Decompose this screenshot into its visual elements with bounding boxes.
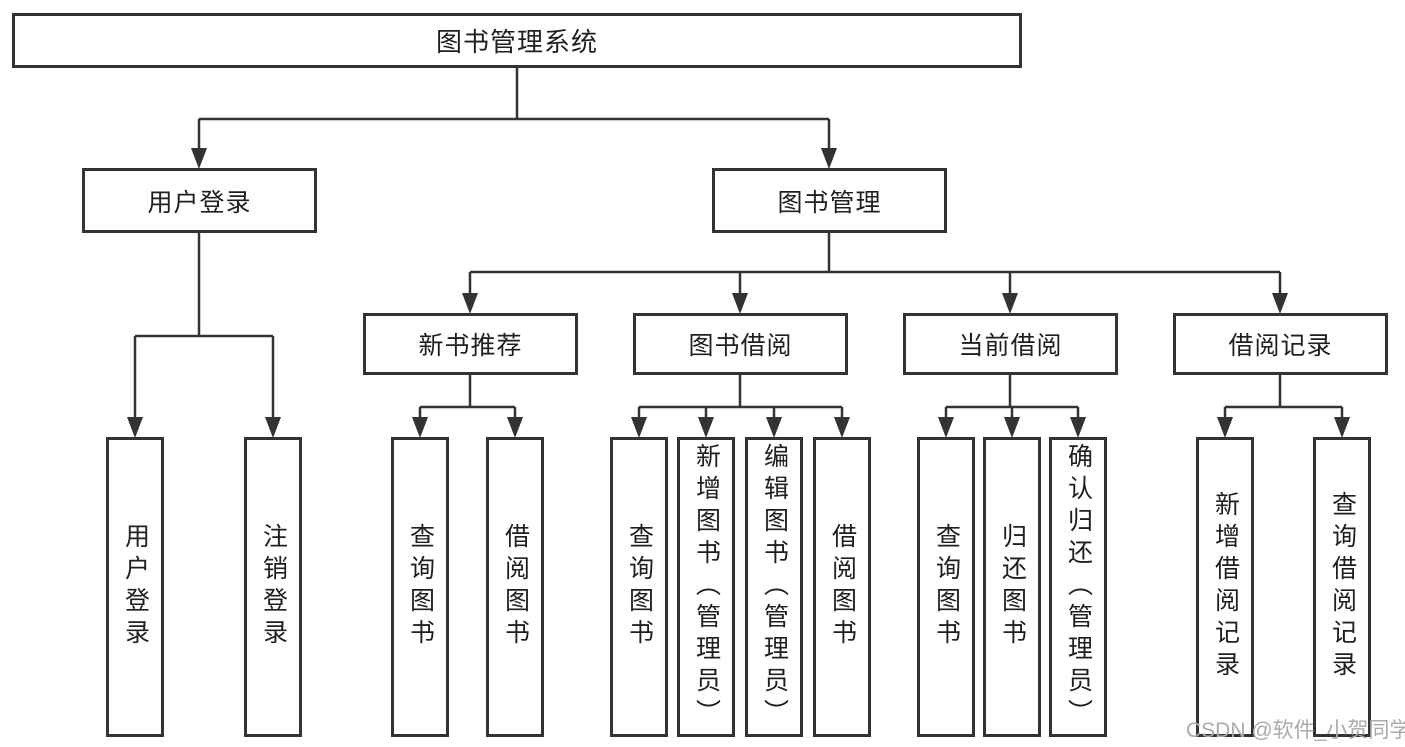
arrow-icon [938, 417, 954, 438]
arrow-icon [191, 148, 207, 169]
leaf-user-login: 用户登录 [106, 437, 164, 737]
node-borrow-records: 借阅记录 [1173, 313, 1388, 375]
node-book-borrowing: 图书借阅 [633, 313, 848, 375]
leaf-label: 新增借阅记录 [1211, 491, 1240, 683]
leaf-label: 查询图书 [406, 523, 435, 651]
leaf-label: 查询图书 [932, 523, 961, 651]
leaf-label: 确认归还（管理员） [1064, 443, 1093, 731]
tree-edges [133, 68, 1344, 420]
leaf-label: 借阅图书 [828, 523, 857, 651]
leaf-logout: 注销登录 [244, 437, 302, 737]
node-book-management: 图书管理 [712, 168, 947, 233]
leaf-label: 用户登录 [121, 523, 150, 651]
node-new-book-recommend: 新书推荐 [363, 313, 578, 375]
arrow-icon [1070, 417, 1086, 438]
leaf-label: 归还图书 [998, 523, 1027, 651]
leaf-borrow-query-books: 查询图书 [610, 437, 668, 737]
arrow-icon [732, 293, 748, 314]
leaf-borrow-borrow-books: 借阅图书 [813, 437, 871, 737]
node-label: 借阅记录 [1228, 332, 1333, 360]
arrow-icon [127, 417, 143, 438]
arrow-icon [698, 417, 714, 438]
arrow-icon [1217, 417, 1233, 438]
arrow-icon [1272, 293, 1288, 314]
leaf-recommend-borrow-books: 借阅图书 [486, 437, 544, 737]
leaf-label: 注销登录 [259, 523, 288, 651]
arrow-icon [834, 417, 850, 438]
node-label: 当前借阅 [958, 332, 1063, 360]
leaf-label: 新增图书（管理员） [692, 443, 721, 731]
leaf-borrow-edit-books-admin: 编辑图书（管理员） [745, 437, 803, 737]
node-user-login: 用户登录 [82, 168, 317, 233]
arrow-icon [821, 148, 837, 169]
node-current-borrowing: 当前借阅 [903, 313, 1118, 375]
leaf-records-query-record: 查询借阅记录 [1313, 437, 1371, 737]
arrow-icon [1004, 417, 1020, 438]
csdn-watermark: CSDN @软件_小贺同学 [1186, 719, 1405, 742]
arrow-icon [462, 293, 478, 314]
arrow-icon [507, 417, 523, 438]
leaf-current-query-books: 查询图书 [917, 437, 975, 737]
arrowheads [127, 148, 1350, 438]
arrow-icon [766, 417, 782, 438]
node-label: 用户登录 [147, 188, 252, 217]
arrow-icon [631, 417, 647, 438]
leaf-borrow-add-books-admin: 新增图书（管理员） [677, 437, 735, 737]
arrow-icon [412, 417, 428, 438]
arrow-icon [1334, 417, 1350, 438]
leaf-label: 查询借阅记录 [1328, 491, 1357, 683]
node-label: 图书管理系统 [435, 27, 598, 57]
leaf-label: 编辑图书（管理员） [760, 443, 789, 731]
leaf-label: 查询图书 [625, 523, 654, 651]
leaf-current-return-books: 归还图书 [983, 437, 1041, 737]
leaf-records-add-record: 新增借阅记录 [1196, 437, 1254, 737]
leaf-current-confirm-return-admin: 确认归还（管理员） [1049, 437, 1107, 737]
leaf-label: 借阅图书 [501, 523, 530, 651]
node-book-management-system: 图书管理系统 [12, 13, 1022, 68]
node-label: 新书推荐 [418, 332, 523, 360]
arrow-icon [1002, 293, 1018, 314]
arrow-icon [265, 417, 281, 438]
node-label: 图书借阅 [688, 332, 793, 360]
leaf-recommend-query-books: 查询图书 [391, 437, 449, 737]
node-label: 图书管理 [777, 188, 882, 217]
